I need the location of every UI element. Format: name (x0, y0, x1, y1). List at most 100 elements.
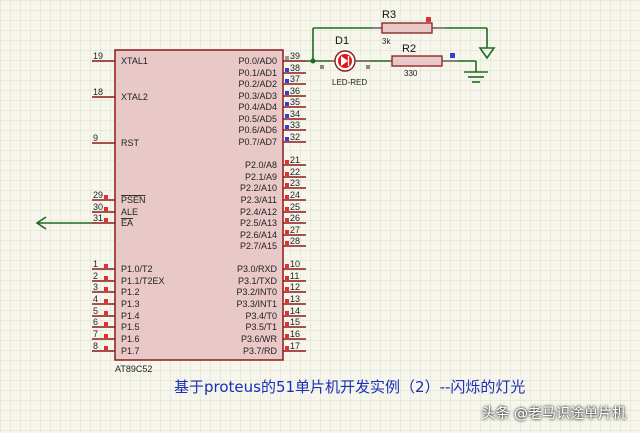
pin-label: P3.5/T1 (245, 322, 277, 332)
pin-number: 4 (93, 294, 98, 304)
pin-state-marker (104, 264, 108, 268)
pin-number: 33 (290, 120, 300, 130)
pin-number: 1 (93, 259, 98, 269)
pin-state-marker (285, 102, 289, 106)
pin-number: 35 (290, 97, 300, 107)
pin-state-marker (104, 195, 108, 199)
pin-number: 17 (290, 341, 300, 351)
ea-output-wire[interactable] (35, 216, 92, 230)
pin-number: 36 (290, 86, 300, 96)
pin-number: 32 (290, 132, 300, 142)
pin-label: P0.4/AD4 (238, 102, 277, 112)
pin-state-marker (285, 114, 289, 118)
pin-label: P2.3/A11 (241, 195, 277, 205)
pin-state-marker (104, 334, 108, 338)
pin-label: P1.5 (121, 322, 140, 332)
junction-dot (310, 58, 316, 64)
diode-icon (341, 56, 348, 66)
pin-label: RST (121, 138, 140, 148)
chip-body[interactable] (114, 49, 284, 361)
r2-ground-wire[interactable] (458, 60, 488, 83)
pin-label: P2.4/A12 (240, 207, 277, 217)
pin-label: P0.0/AD0 (238, 56, 277, 66)
pin-state-marker (285, 207, 289, 211)
pin-state-marker (285, 68, 289, 72)
pin-state-marker (285, 79, 289, 83)
pin-number: 8 (93, 341, 98, 351)
pin-number: 31 (93, 213, 103, 223)
pin-label: P0.7/AD7 (238, 137, 277, 147)
ground-icon (464, 71, 488, 83)
pin-number: 26 (290, 213, 300, 223)
pin-state-marker (285, 195, 289, 199)
pin-state-marker (285, 264, 289, 268)
led-ref: D1 (335, 35, 349, 47)
r3-ref: R3 (382, 9, 396, 21)
pin-state-marker (285, 137, 289, 141)
pin-state-marker (285, 125, 289, 129)
p00-wire[interactable] (306, 27, 372, 64)
pin-label: P2.6/A14 (240, 230, 277, 240)
resistor-r2[interactable]: R2 330 (372, 43, 458, 78)
pin-number: 25 (290, 202, 300, 212)
pin-label: P0.5/AD5 (238, 114, 277, 124)
pin-label: P1.2 (121, 287, 140, 297)
pin-label: ALE (121, 207, 138, 217)
r3-ground-wire[interactable] (446, 27, 496, 60)
pin-state-marker (104, 311, 108, 315)
pin-number: 28 (290, 236, 300, 246)
led-d1[interactable]: D1 LED-RED (320, 35, 372, 87)
pin-state-marker (104, 207, 108, 211)
figure-caption: 基于proteus的51单片机开发实例（2）--闪烁的灯光 (174, 378, 526, 396)
pin-label: XTAL2 (121, 92, 148, 102)
resistor-r3[interactable]: R3 3k (372, 9, 446, 46)
pin-state-marker (285, 334, 289, 338)
pin-number: 9 (93, 133, 98, 143)
pin-label: P0.6/AD6 (238, 125, 277, 135)
pin-number: 30 (93, 202, 103, 212)
pin-label: P3.0/RXD (237, 264, 278, 274)
pin-number: 11 (290, 271, 299, 281)
pin-number: 19 (93, 51, 103, 61)
